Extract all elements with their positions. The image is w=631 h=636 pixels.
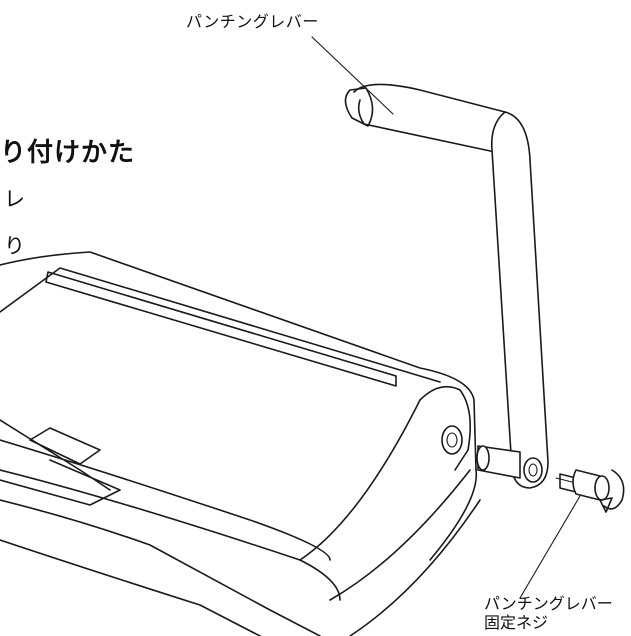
leader-line-screw (519, 495, 581, 599)
machine-body (0, 251, 481, 636)
lever-fixing-screw (555, 469, 610, 501)
rotation-arrow-icon (599, 469, 625, 513)
punching-lever-arm (344, 83, 549, 489)
body-text-fragment-2: り (4, 234, 25, 258)
punching-lever-label: パンチングレバー (186, 12, 319, 31)
lever-fixing-screw-label-line1: パンチングレバー (484, 594, 613, 613)
lever-fixing-screw-label-line2: 固定ネジ (484, 613, 549, 632)
section-heading: り付けかた (0, 138, 136, 168)
leader-line-lever (311, 36, 394, 115)
lever-fixing-screw-label: パンチングレバー 固定ネジ (484, 594, 613, 632)
body-text-fragment-1: レ (4, 187, 25, 211)
